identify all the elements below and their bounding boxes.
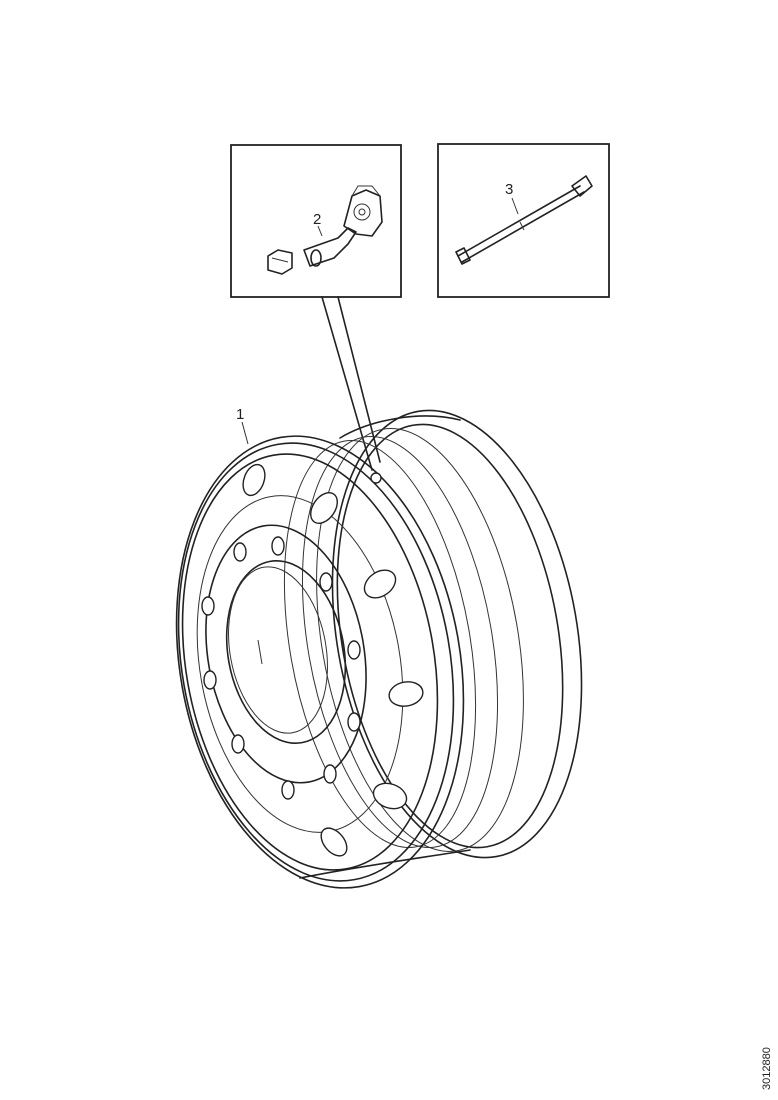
callout-3-label: 3 (505, 181, 513, 198)
valve-extension-inset: 3 (437, 143, 610, 298)
figure-code: 3012880 (761, 1047, 773, 1090)
callout-1-label: 1 (236, 406, 244, 423)
wheel-rim (175, 409, 583, 889)
valve-inset: 2 (230, 144, 402, 471)
valve-part (267, 185, 383, 275)
callout-2-label: 2 (313, 211, 321, 228)
valve-extension-part (455, 175, 593, 265)
